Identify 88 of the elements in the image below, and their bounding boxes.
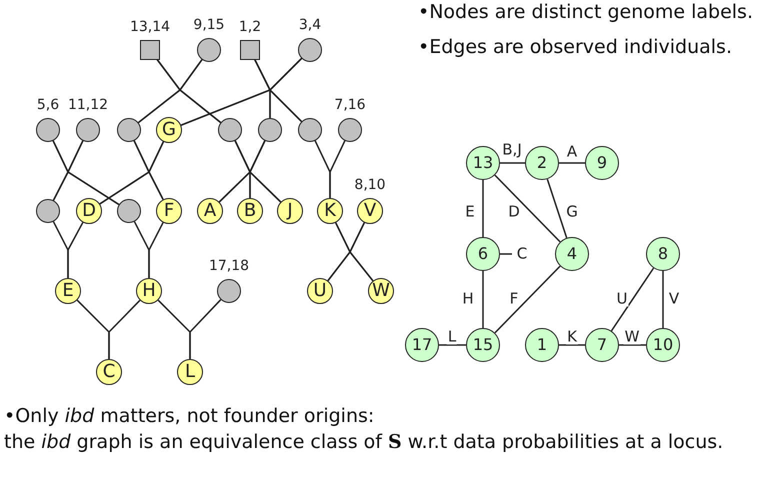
edge-line [610,268,654,332]
descent-line [329,140,346,198]
genome-label: 8,10 [354,178,386,192]
genome-node: 6 [466,237,500,271]
edge-line [559,344,585,346]
note-text: •Nodes are distinct genome labels. [418,0,754,25]
descent-line [189,299,222,359]
individual-node: C [96,359,122,385]
individual-node: J [277,198,303,224]
individual-node: F [156,198,182,224]
genome-label: 11,12 [68,98,108,112]
note-text: •Only ibd matters, not founder origins: [4,404,376,429]
genome-label: 9,15 [193,18,225,32]
individual-circle [217,279,241,303]
individual-circle [338,118,362,142]
individual-node: B [237,198,263,224]
genome-label: 7,16 [334,98,366,112]
edge-line [494,266,561,334]
genome-label: 5,6 [36,98,60,112]
individual-node: E [55,278,81,304]
genome-node: 10 [646,328,680,362]
descent-line [67,140,120,206]
note-text: the ibd graph is an equivalence class of S w.r.t data probabilities at a locus. [4,430,724,455]
founder-square [240,40,260,60]
individual-node: L [177,359,203,385]
individual-circle [298,118,322,142]
individual-node: G [156,117,182,143]
edge-line [662,271,664,328]
individual-circle [117,118,141,142]
edge-label: U [616,292,628,306]
edge-line [482,180,484,237]
individual-circle [218,118,242,142]
edge-label: E [464,204,476,220]
individual-circle [76,118,100,142]
edge-label: K [566,330,578,344]
descent-line [178,59,222,124]
edge-line [559,162,585,164]
descent-line [349,222,374,282]
edge-label: D [507,204,521,220]
descent-line [148,141,164,200]
individual-circle [36,118,60,142]
founder-square [140,40,160,60]
edge-label: A [566,144,578,160]
edge-line [500,162,525,164]
individual-node: A [197,198,223,224]
genome-node: 17 [405,328,439,362]
descent-line [67,222,84,278]
note-text: •Edges are observed individuals. [418,35,733,60]
descent-line [249,140,282,202]
edge-label: F [508,292,520,306]
individual-node: D [76,198,102,224]
genome-node: 13 [466,146,500,180]
genome-node: 8 [646,237,680,271]
genome-node: 9 [585,146,619,180]
genome-node: 4 [555,237,589,271]
individual-node: U [307,278,333,304]
individual-circle [298,38,322,62]
genome-label: 17,18 [208,259,250,273]
genome-label: 1,2 [238,20,262,34]
edge-label: L [446,330,458,344]
genome-node: 2 [525,146,559,180]
edge-label: W [624,330,640,344]
edge-line [439,344,466,346]
edge-label: G [565,204,579,220]
individual-circle [117,199,141,223]
individual-node: V [357,198,383,224]
individual-circle [36,199,60,223]
edge-line [546,178,568,238]
edge-line [500,253,512,255]
individual-node: W [368,278,394,304]
edge-label: C [516,246,528,262]
genome-node: 1 [525,328,559,362]
edge-label: B,J [501,142,523,158]
edge-line [494,174,561,242]
descent-line [148,222,164,278]
individual-circle [258,118,282,142]
edge-label: V [668,292,680,306]
genome-label: 3,4 [298,18,322,32]
individual-node: H [136,278,162,304]
edge-line [619,344,646,346]
descent-line [108,300,140,359]
individual-circle [197,38,221,62]
individual-node: K [317,198,343,224]
edge-line [482,271,484,328]
genome-label: 13,14 [130,20,170,34]
genome-node: 15 [466,328,500,362]
edge-label: H [461,292,475,306]
genome-node: 7 [585,328,619,362]
